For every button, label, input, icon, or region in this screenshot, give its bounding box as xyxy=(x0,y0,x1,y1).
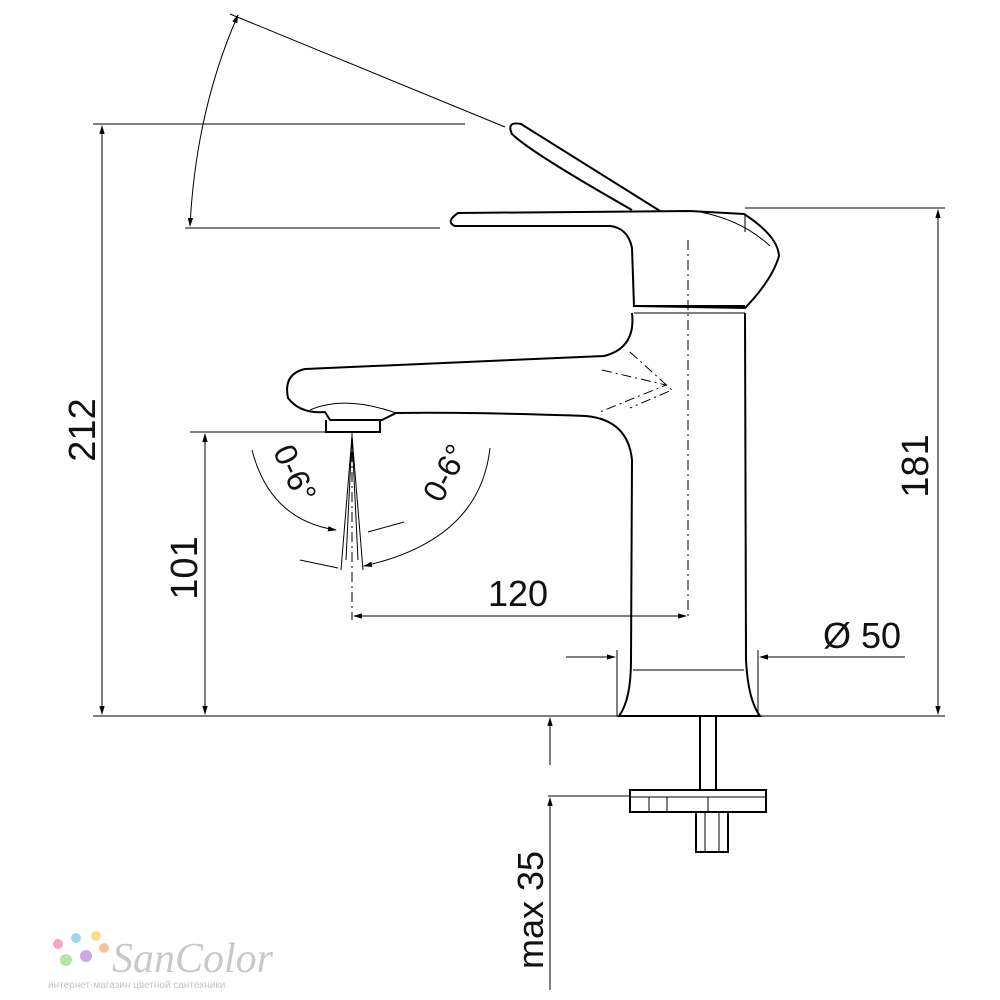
mounting-kit xyxy=(629,716,767,853)
lever-head xyxy=(449,209,781,310)
dim-total-height: 212 xyxy=(62,398,104,461)
spout-angle-tick-left xyxy=(367,521,405,533)
spout-tip-detail xyxy=(309,402,397,414)
lever-angle-arc xyxy=(187,14,239,227)
dim-spout-height: 101 xyxy=(164,536,206,599)
reference-lines xyxy=(93,13,945,797)
lever-head-inner xyxy=(699,211,771,247)
faucet-outline xyxy=(286,122,781,853)
watermark-tagline: интернет-магазин цветной сантехники xyxy=(48,980,225,991)
internal-valve-2 xyxy=(599,369,668,413)
lever-raised xyxy=(509,122,661,212)
watermark-dot xyxy=(91,931,101,941)
watermark-dot xyxy=(53,939,63,949)
watermark-dots-icon xyxy=(53,931,109,966)
dim-spout-angle-right: 0-6° xyxy=(416,438,476,507)
watermark-dot xyxy=(99,943,109,953)
faucet-base xyxy=(617,659,762,717)
watermark-dot xyxy=(60,954,72,966)
dimension-lines xyxy=(99,14,941,990)
watermark-dot xyxy=(80,950,92,962)
aerator xyxy=(325,420,381,433)
dim-body-height: 181 xyxy=(895,434,937,497)
dim-spout-reach: 120 xyxy=(488,573,548,614)
faucet-body xyxy=(286,312,634,661)
spout-angle-arc-left xyxy=(251,449,337,532)
internal-valve-1 xyxy=(629,351,673,409)
watermark-brand: SanColor xyxy=(112,936,274,982)
dim-mount-thickness: max 35 xyxy=(510,851,551,969)
spout-angle-arc-right xyxy=(363,447,491,567)
faucet-body-right xyxy=(744,312,747,661)
spout-angle-tick-right xyxy=(299,559,339,569)
dim-base-diameter: Ø 50 xyxy=(823,615,901,656)
watermark-dot xyxy=(71,933,81,943)
sancolor-watermark: SanColor интернет-магазин цветной сантех… xyxy=(48,931,274,991)
